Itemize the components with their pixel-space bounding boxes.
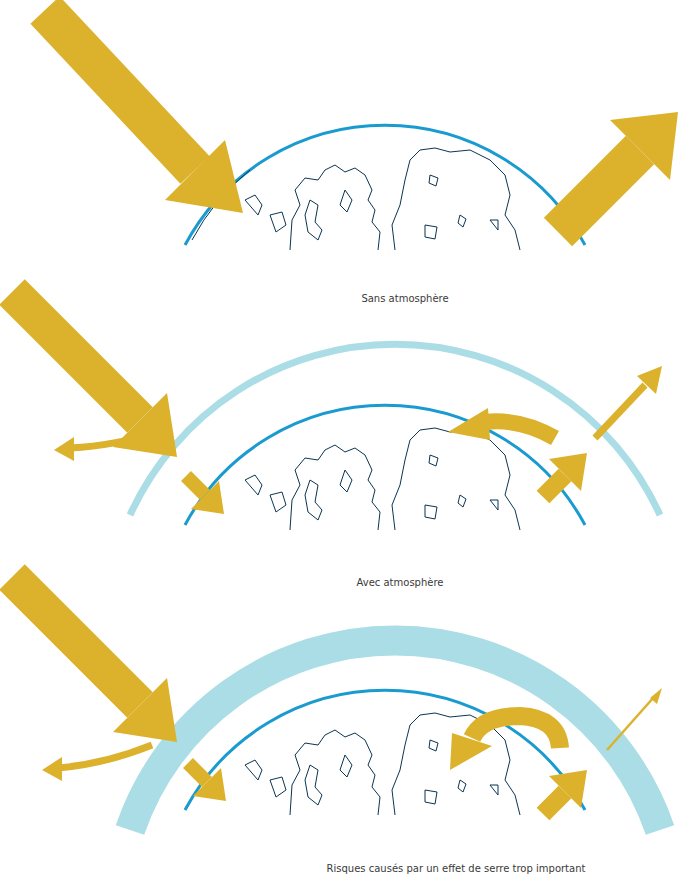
thick-atmosphere-layer: [130, 640, 660, 830]
panel-caption: Sans atmosphère: [361, 292, 448, 305]
earth-surface: [185, 690, 585, 810]
panel-excess-greenhouse: [12, 577, 662, 830]
panel-caption: Avec atmosphère: [356, 576, 443, 589]
panel-with-atmosphere: [12, 292, 662, 530]
earth-surface: [185, 405, 585, 525]
panel-caption: Risques causés par un effet de serre tro…: [327, 862, 586, 875]
solar-arrows: [12, 292, 662, 514]
solar-arrows: [45, 10, 678, 232]
panel-without-atmosphere: [45, 10, 678, 250]
continents: [245, 428, 532, 530]
solar-arrows: [12, 577, 662, 814]
continents: [245, 148, 532, 250]
earth-surface: [185, 125, 585, 245]
